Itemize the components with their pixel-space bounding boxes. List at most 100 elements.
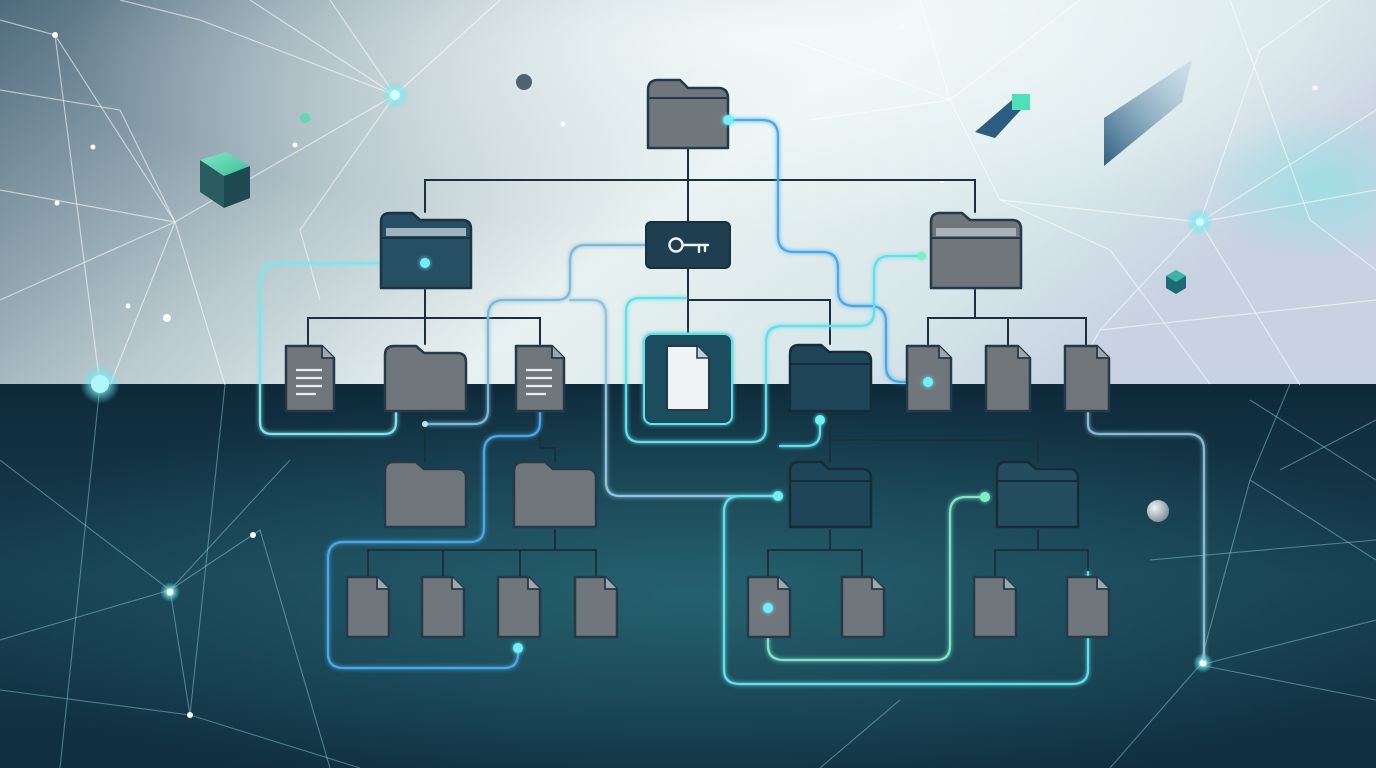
folder-icon xyxy=(383,344,468,413)
mesh-line xyxy=(1199,383,1376,666)
tree-connectors xyxy=(307,147,1089,577)
file-icon xyxy=(840,575,886,639)
highlighted-file xyxy=(643,333,733,425)
root-folder-icon xyxy=(646,78,730,150)
orb-icon xyxy=(516,74,532,90)
mesh-line xyxy=(999,199,1211,385)
mesh-line xyxy=(174,221,226,386)
connector xyxy=(829,411,1039,463)
connector xyxy=(424,317,541,345)
blade-icon xyxy=(1104,60,1192,166)
mesh-node xyxy=(54,200,60,206)
data-link xyxy=(258,261,427,436)
document-lines-icon xyxy=(284,344,336,413)
file-icon xyxy=(666,345,710,411)
folder-icon xyxy=(788,460,873,529)
connector xyxy=(994,529,1039,577)
mesh-line xyxy=(1249,479,1376,561)
mesh-line xyxy=(59,384,101,768)
connector xyxy=(424,179,976,213)
mesh-line xyxy=(1199,664,1376,701)
link-dot xyxy=(513,643,523,653)
data-link xyxy=(722,494,1090,686)
file-icon xyxy=(345,575,391,639)
sparkle-core xyxy=(1196,218,1204,226)
sparkle-core xyxy=(91,375,109,393)
connector xyxy=(367,529,556,577)
link-dot xyxy=(773,491,783,501)
data-link xyxy=(778,418,822,448)
mesh-line xyxy=(54,34,101,386)
mesh-node xyxy=(52,32,58,38)
network-mesh-dark xyxy=(0,383,1376,768)
file-icon xyxy=(496,575,542,639)
file-icon xyxy=(972,575,1018,639)
connector xyxy=(539,411,556,463)
decorative-shapes xyxy=(200,60,1192,522)
cube-icon xyxy=(200,152,250,208)
link-dot xyxy=(815,415,825,425)
mesh-line xyxy=(1109,664,1201,768)
data-link xyxy=(624,254,924,444)
connector xyxy=(974,317,1087,345)
mesh-line xyxy=(0,89,176,223)
mesh-node xyxy=(250,532,256,538)
mesh-node xyxy=(1312,85,1318,91)
mesh-line xyxy=(809,99,951,121)
data-link xyxy=(326,404,542,670)
folder-icon xyxy=(383,460,468,529)
data-link xyxy=(568,298,780,498)
sparkle-core xyxy=(166,588,174,596)
folder-icon xyxy=(788,343,873,413)
glow-links xyxy=(258,118,1206,686)
mesh-line xyxy=(299,94,396,301)
key-hub xyxy=(645,221,731,269)
connector xyxy=(927,289,976,345)
file-icon xyxy=(1063,344,1111,413)
mesh-line xyxy=(249,0,396,96)
mesh-line xyxy=(1279,419,1376,471)
file-icon xyxy=(984,344,1032,413)
dark-band-glow xyxy=(0,384,1376,768)
link-dot xyxy=(723,115,733,125)
mesh-line xyxy=(1249,399,1376,481)
mesh-line xyxy=(0,689,191,716)
link-dot xyxy=(923,377,933,387)
connector xyxy=(829,549,863,577)
mesh-line xyxy=(0,589,171,641)
link-dot xyxy=(420,258,430,268)
mesh-node xyxy=(292,142,298,148)
connector xyxy=(554,549,597,577)
sparkle-core xyxy=(1199,659,1207,667)
mesh-line xyxy=(1199,0,1331,223)
prism-icon xyxy=(975,94,1030,138)
link-dot xyxy=(918,252,926,260)
mesh-line xyxy=(819,699,901,768)
data-link xyxy=(726,118,930,384)
folder-open-icon xyxy=(379,211,473,290)
sparkle-green xyxy=(300,113,310,123)
data-link xyxy=(1086,408,1206,662)
mesh-nodes xyxy=(52,24,1318,718)
mesh-node xyxy=(90,144,96,150)
orb-icon xyxy=(1147,500,1169,522)
mesh-node xyxy=(560,121,566,127)
link-dot xyxy=(422,421,428,427)
mesh-line xyxy=(1229,0,1376,271)
network-mesh xyxy=(0,0,1376,386)
file-icon xyxy=(573,575,619,639)
connector xyxy=(767,529,831,577)
connector xyxy=(687,267,831,345)
document-lines-icon xyxy=(514,344,566,413)
data-link xyxy=(423,243,648,426)
glow-sparkles xyxy=(80,81,1214,673)
mesh-line xyxy=(1199,221,1301,386)
mesh-node xyxy=(899,24,905,30)
mesh-line xyxy=(1149,539,1376,561)
link-endpoints-top xyxy=(420,115,933,613)
sparkle-core xyxy=(390,90,400,100)
mesh-line xyxy=(394,0,501,96)
link-dot xyxy=(763,603,773,613)
